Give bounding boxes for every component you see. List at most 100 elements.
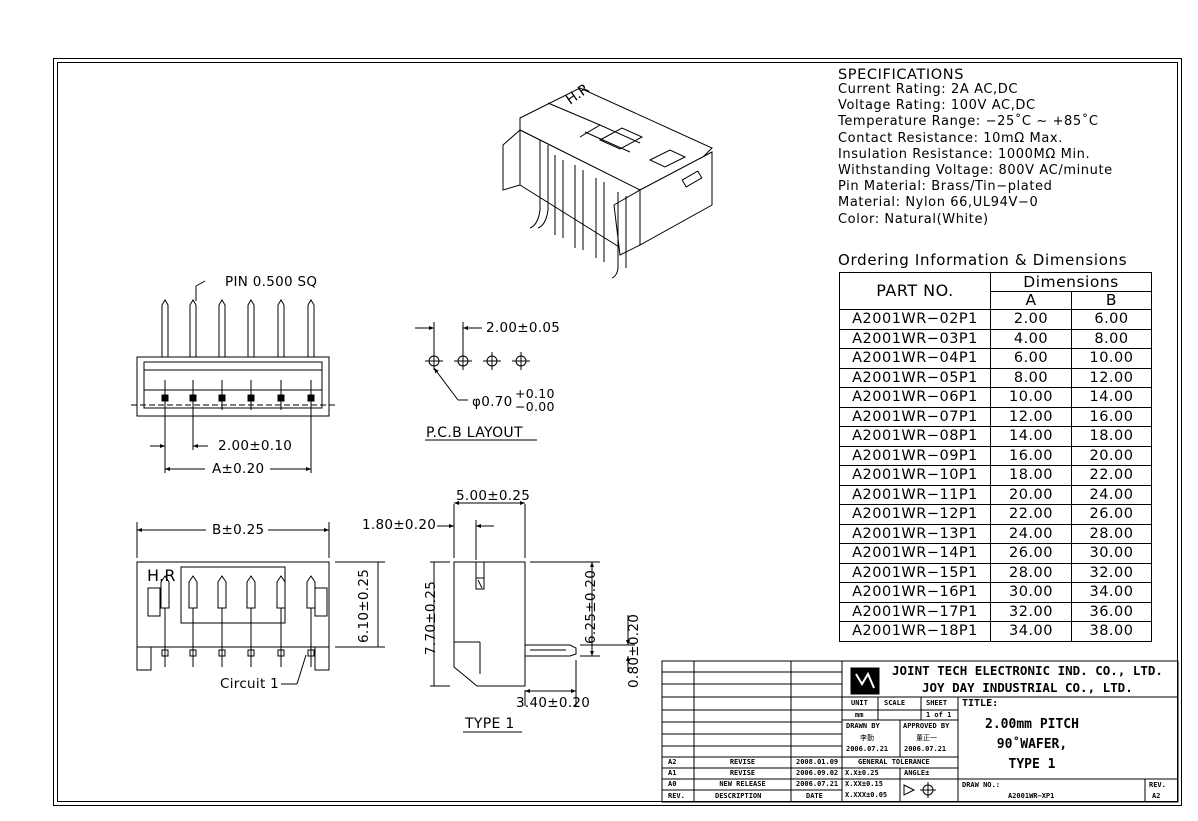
pin xyxy=(246,575,256,667)
pin xyxy=(247,299,255,410)
dim-a-cell: 4.00 xyxy=(990,328,1072,349)
tolerance-1: X.X±0.25 xyxy=(845,769,879,777)
part-number-cell: A2001WR−18P1 xyxy=(839,621,991,642)
spec-line: Current Rating: 2A AC,DC xyxy=(838,82,1019,97)
spec-line: Temperature Range: −25˚C ~ +85˚C xyxy=(838,114,1099,130)
dim-a-cell: 30.00 xyxy=(990,582,1072,603)
drawn-by-date: 2006.07.21 xyxy=(846,745,889,753)
title-block xyxy=(661,660,1179,803)
dim-b-cell: 8.00 xyxy=(1071,328,1152,349)
pin xyxy=(189,299,197,410)
title-label: TITLE: xyxy=(962,698,999,709)
spec-line: Withstanding Voltage: 800V AC/minute xyxy=(838,163,1113,179)
part-number-cell: A2001WR−17P1 xyxy=(839,601,991,622)
pin xyxy=(160,575,170,667)
dimension-b-label: B±0.25 xyxy=(212,522,265,538)
pcb-hole-minus: −0.00 xyxy=(515,399,555,414)
pin xyxy=(217,575,227,667)
spec-line: Pin Material: Brass/Tin−plated xyxy=(838,179,1053,195)
approved-by-date: 2006.07.21 xyxy=(904,745,947,753)
part-number-cell: A2001WR−10P1 xyxy=(839,465,991,486)
spec-line: Material: Nylon 66,UL94V−0 xyxy=(838,195,1039,211)
drawn-by-label: DRAWN BY xyxy=(846,722,880,730)
sheet-label: SHEET xyxy=(926,699,948,707)
part-number-cell: A2001WR−13P1 xyxy=(839,523,991,544)
dim-b-cell: 6.00 xyxy=(1071,309,1152,330)
general-tolerance-label: GENERAL TOLERANCE xyxy=(858,758,930,766)
dim-b-cell: 30.00 xyxy=(1071,543,1152,564)
revision-desc: NEW RELEASE xyxy=(719,780,766,788)
revision-rev: A0 xyxy=(668,780,677,788)
part-number-cell: A2001WR−07P1 xyxy=(839,406,991,427)
pin xyxy=(188,575,198,667)
title-line: TYPE 1 xyxy=(1008,757,1056,772)
revision-rev: A1 xyxy=(668,769,677,777)
ordering-title: Ordering Information & Dimensions xyxy=(838,251,1128,269)
revision-rev: A2 xyxy=(668,758,677,766)
tolerance-2: X.XX±0.15 xyxy=(845,780,883,788)
top-view xyxy=(131,280,335,473)
pin xyxy=(161,299,169,410)
unit-label: UNIT xyxy=(851,699,868,707)
offset-label: 1.80±0.20 xyxy=(362,517,437,533)
dim-b-cell: 22.00 xyxy=(1071,465,1152,486)
rev-label: REV. xyxy=(1149,781,1166,789)
dim-a-cell: 34.00 xyxy=(990,621,1072,642)
spec-line: Insulation Resistance: 1000MΩ Min. xyxy=(838,146,1091,162)
part-number-cell: A2001WR−15P1 xyxy=(839,562,991,583)
front-height-label: 6.10±0.25 xyxy=(356,568,372,643)
pcb-pitch-label: 2.00±0.05 xyxy=(486,320,561,336)
part-number-cell: A2001WR−14P1 xyxy=(839,543,991,564)
dim-b-cell: 38.00 xyxy=(1071,621,1152,642)
dim-a-cell: 10.00 xyxy=(990,387,1072,408)
revision-desc: REVISE xyxy=(729,769,756,777)
rev-header: REV. xyxy=(668,792,685,800)
spec-line: Color: Natural(White) xyxy=(838,211,989,227)
title-line: 2.00mm PITCH xyxy=(985,717,1079,732)
pin-size-label: PIN 0.500 SQ xyxy=(225,274,318,290)
dim-b-cell: 32.00 xyxy=(1071,562,1152,583)
part-number-cell: A2001WR−16P1 xyxy=(839,582,991,603)
part-number-cell: A2001WR−09P1 xyxy=(839,445,991,466)
drawing-border-outer xyxy=(53,58,1182,806)
tolerance-3: X.XXX±0.05 xyxy=(845,791,888,799)
dim-b-cell: 10.00 xyxy=(1071,348,1152,369)
pcb-hole xyxy=(425,352,443,370)
part-number-cell: A2001WR−12P1 xyxy=(839,504,991,525)
revision-date: 2006.09.02 xyxy=(796,769,839,777)
draw-no-value: A2001WR−XP1 xyxy=(1008,792,1055,800)
angle-label: ANGLE± xyxy=(904,769,930,777)
rev-value: A2 xyxy=(1152,792,1161,800)
pin xyxy=(276,575,286,667)
pin-height-label: 6.25±0.20 xyxy=(583,569,599,644)
header-b: B xyxy=(1071,291,1152,310)
scale-label: SCALE xyxy=(884,699,906,707)
dim-b-cell: 20.00 xyxy=(1071,445,1152,466)
drawn-by-name: 李勤 xyxy=(860,734,874,742)
header-part-no: PART NO. xyxy=(839,272,991,310)
pin xyxy=(218,299,226,410)
depth-label: 5.00±0.25 xyxy=(456,488,531,504)
description-header: DESCRIPTION xyxy=(715,792,762,800)
draw-no-label: DRAW NO.: xyxy=(962,781,1000,789)
spec-line: Voltage Rating: 100V AC,DC xyxy=(838,98,1036,114)
pin xyxy=(306,575,316,667)
dim-b-cell: 26.00 xyxy=(1071,504,1152,525)
specifications-heading: SPECIFICATIONS xyxy=(838,67,965,83)
dim-b-cell: 36.00 xyxy=(1071,601,1152,622)
